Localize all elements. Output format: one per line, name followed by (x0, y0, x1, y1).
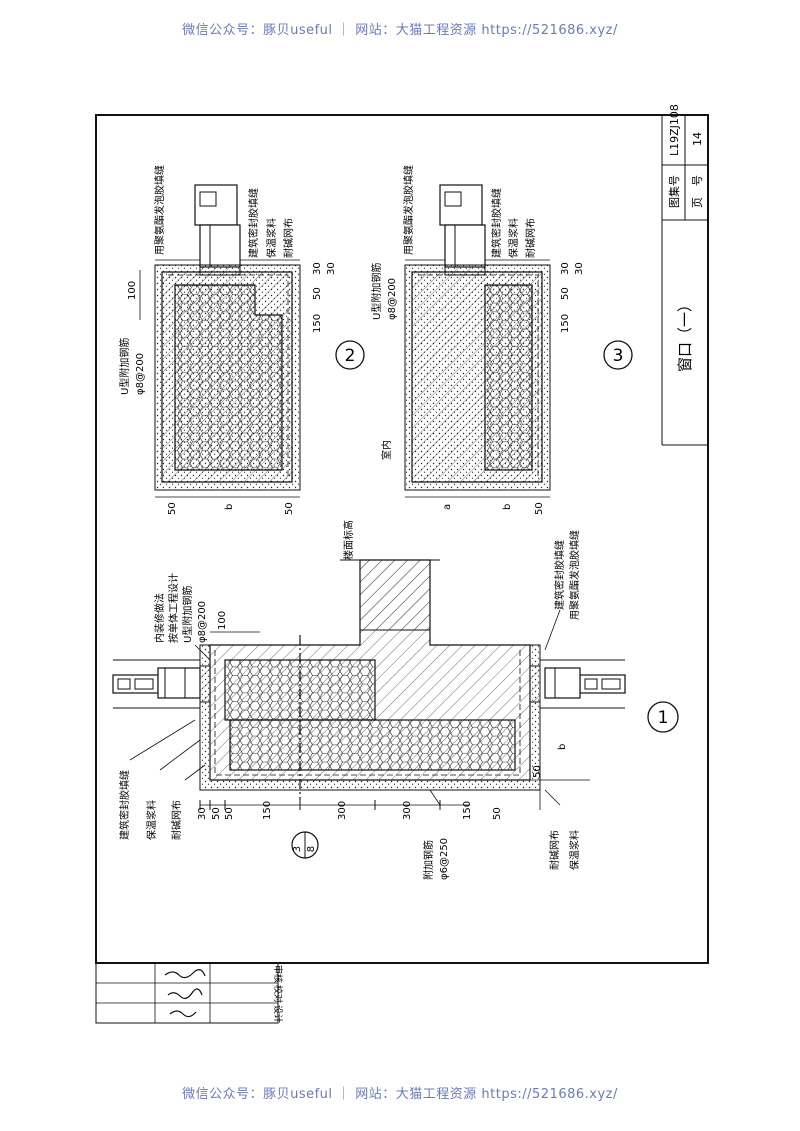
title-block: 图集号 L19ZJ108 页 号 14 窗口（一） (661, 104, 708, 446)
detail-3-dim-ea: a (442, 504, 453, 510)
detail-1-label-add-rebar: 附加钢筋 (422, 840, 435, 880)
detail-2-sealant (199, 264, 241, 276)
page-label: 页 号 (691, 175, 704, 208)
detail-1-dim-150b: 150 (462, 801, 473, 820)
detail-2-label-insulation: 保温浆料 (265, 218, 278, 258)
detail-2-dim-30a: 30 (312, 262, 323, 275)
detail-2-label-mesh: 耐碱网布 (282, 218, 295, 258)
detail-2-eps (174, 284, 283, 471)
detail-1-label-interior: 内装修做法 (153, 593, 166, 643)
detail-1-label-sealant-top: 建筑密封胶填缝 (118, 770, 131, 840)
detail-3-dim-e50: 50 (534, 502, 545, 515)
detail-2-dim-150: 150 (312, 314, 323, 333)
watermark-bottom: 微信公众号：豚贝useful ｜ 网站：大猫工程资源 https://52168… (182, 1087, 618, 1102)
detail-2-marker-text: 2 (345, 346, 356, 366)
detail-1-dim-30: 30 (197, 807, 208, 820)
detail-1-label-insulation-bottom: 保温浆料 (568, 830, 581, 870)
detail-1-ref-top: 3 (292, 846, 303, 852)
detail-3-eps (484, 284, 533, 471)
detail-1-label-sealant-bottom: 建筑密封胶填缝 (553, 540, 566, 610)
detail-3-label-pu-foam: 用聚氨酯发泡胶填缝 (402, 165, 415, 255)
detail-2-label-u-rebar: U型附加钢筋 (118, 338, 131, 395)
detail-3-dim-150: 150 (560, 314, 571, 333)
detail-2-dim-e50a: 50 (167, 502, 178, 515)
detail-2-dim-e50b: 50 (284, 502, 295, 515)
detail-1-window-top (112, 659, 201, 709)
signature-2 (167, 988, 203, 999)
detail-2-dim-30b: 30 (326, 262, 337, 275)
detail-2-dim-50: 50 (312, 287, 323, 300)
detail-1-dim-150a: 150 (262, 801, 273, 820)
signature-3 (169, 1010, 197, 1018)
detail-3-section: 用聚氨酯发泡胶填缝 建筑密封胶填缝 保温浆料 耐碱网布 U型附加钢筋 φ8@20… (370, 165, 633, 515)
detail-3-dim-eb: b (502, 504, 513, 510)
row-review: 审核 (272, 965, 284, 983)
detail-1-label-u-rebar: U型附加钢筋 (181, 586, 194, 643)
detail-1-dim-50c: 50 (492, 807, 503, 820)
signature-block: 审核 校对 设计 (95, 962, 284, 1024)
row-check: 校对 (272, 985, 284, 1003)
detail-3-dim-50: 50 (560, 287, 571, 300)
detail-1-marker-text: 1 (658, 708, 669, 728)
detail-3-label-sealant: 建筑密封胶填缝 (490, 188, 503, 258)
detail-1-dim-50b: 50 (224, 807, 235, 820)
detail-1-ref-bottom: 8 (306, 846, 317, 852)
detail-3-window (439, 184, 486, 268)
detail-3-label-indoor: 室内 (380, 440, 393, 460)
detail-1-label-mesh-top: 耐碱网布 (170, 800, 183, 840)
detail-2-dim-100: 100 (127, 281, 138, 300)
detail-2-window (194, 184, 241, 268)
detail-1-label-per-eng: 按单体工程设计 (167, 573, 180, 643)
detail-1-marker (647, 701, 679, 733)
detail-3-marker (603, 340, 633, 370)
detail-1-label-insulation-top: 保温浆料 (145, 800, 158, 840)
detail-1-floor-label: 楼面标高 (342, 520, 355, 560)
detail-3-dim-30b: 30 (574, 262, 585, 275)
detail-1-window-bottom (540, 659, 626, 709)
frame-border (95, 114, 709, 964)
detail-1-eps-lower (229, 719, 516, 771)
detail-2-label-pu-foam: 用聚氨酯发泡胶填缝 (153, 165, 166, 255)
detail-1-slab (359, 559, 431, 631)
detail-3-sealant (444, 264, 486, 276)
detail-1-sealant-top (199, 665, 211, 703)
detail-1-dim-300b: 300 (402, 801, 413, 820)
detail-2-label-u-rebar-spec: φ8@200 (135, 353, 146, 395)
signature-1 (164, 969, 206, 979)
detail-1-dim-b: b (557, 744, 568, 750)
detail-3-label-insulation: 保温浆料 (507, 218, 520, 258)
detail-3-label-u-rebar: U型附加钢筋 (370, 263, 383, 320)
drawing-title: 窗口（一） (676, 297, 694, 372)
detail-3-label-mesh: 耐碱网布 (524, 218, 537, 258)
detail-3-label-u-rebar-spec: φ8@200 (387, 278, 398, 320)
detail-1-section: 楼面标高 内装修做法 按单体工程设计 U型附加钢筋 φ8@200 100 建筑密… (112, 520, 679, 880)
detail-2-dim-eb: b (224, 504, 235, 510)
row-design: 设计 (272, 1005, 284, 1023)
detail-1-label-u-rebar-spec: φ8@200 (197, 601, 208, 643)
detail-1-sealant-bottom (529, 665, 541, 703)
detail-1-dim-50d: 50 (532, 765, 543, 778)
atlas-label: 图集号 (667, 175, 681, 208)
detail-2-label-sealant: 建筑密封胶填缝 (247, 188, 260, 258)
page-number: 14 (691, 132, 704, 146)
watermark-top: 微信公众号：豚贝useful ｜ 网站：大猫工程资源 https://52168… (182, 23, 618, 38)
detail-1-dim-50a: 50 (211, 807, 222, 820)
detail-1-label-pu-foam-bottom: 用聚氨酯发泡胶填缝 (568, 530, 581, 620)
detail-1-dim-100: 100 (217, 611, 228, 630)
detail-1-label-add-rebar-spec: φ6@250 (439, 838, 450, 880)
detail-3-marker-text: 3 (613, 346, 624, 366)
detail-1-label-mesh-bottom: 耐碱网布 (548, 830, 561, 870)
detail-3-dim-30a: 30 (560, 262, 571, 275)
detail-2-section: 用聚氨酯发泡胶填缝 建筑密封胶填缝 保温浆料 耐碱网布 U型附加钢筋 φ8@20… (118, 165, 365, 515)
detail-1-dim-300a: 300 (337, 801, 348, 820)
detail-2-marker (335, 340, 365, 370)
atlas-number: L19ZJ108 (668, 104, 681, 156)
